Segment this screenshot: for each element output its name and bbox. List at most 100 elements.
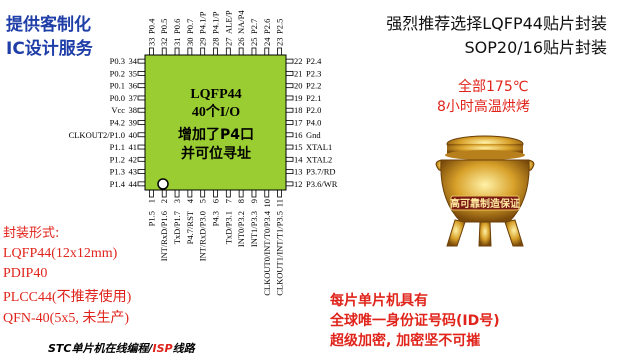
- pin-number: 11: [275, 199, 285, 207]
- pin-number: 26: [236, 38, 246, 47]
- pin-bottom: [238, 189, 244, 198]
- pin-bottom: [149, 189, 154, 198]
- pin-top: [238, 47, 244, 56]
- pin-label: TxD/P3.1: [223, 211, 233, 244]
- pin-left: [137, 132, 146, 138]
- footer-part-1: STC单片机在线编程/: [48, 342, 153, 355]
- pin-number: 16: [294, 130, 303, 140]
- chip-body: [144, 54, 287, 191]
- pin-label: P4.0: [306, 118, 321, 128]
- pin-label: P0.5: [159, 19, 169, 34]
- service-line-2: IC设计服务: [6, 39, 93, 59]
- pin-number: 9: [249, 199, 259, 203]
- pin-label: P4.7/RST: [185, 210, 195, 244]
- pin-label: P0.0: [110, 93, 125, 103]
- pin-label: XTAL1: [306, 142, 332, 152]
- unique-line-2: 全球唯一身份证号码(ID号): [330, 313, 500, 329]
- pin-bottom: [213, 189, 218, 198]
- recommend-line-2: SOP20/16贴片封装: [464, 38, 607, 57]
- pin-number: 37: [129, 93, 138, 103]
- recommend-line-1: 强烈推荐选择LQFP44贴片封装: [386, 14, 607, 33]
- pin-label: XTAL2: [306, 154, 332, 164]
- pin-number: 28: [211, 38, 221, 47]
- pin-left: [137, 120, 146, 125]
- pin-bottom: [264, 189, 270, 198]
- pin-left: [137, 71, 146, 76]
- pin-right: [285, 181, 294, 187]
- pin-label: P1.3: [110, 167, 125, 177]
- pin-bottom: [251, 189, 257, 198]
- chip-line-2: 40个I/O: [192, 103, 240, 120]
- chip-line-1: LQFP44: [190, 87, 241, 102]
- pin-label: INT/RxD/P1.6: [159, 211, 169, 261]
- pin-top: [200, 47, 206, 56]
- pin-label: CLKOUT2/P1.0: [69, 130, 125, 140]
- unique-line-3: 超级加密, 加密坚不可摧: [330, 333, 481, 349]
- pin-number: 36: [129, 81, 138, 91]
- pin-bottom: [225, 189, 231, 198]
- pin-label: P0.7: [185, 19, 195, 34]
- pin-label: P0.2: [110, 68, 125, 78]
- pin-label: P3.6/WR: [306, 179, 338, 189]
- pin-number: 31: [172, 38, 182, 47]
- footer-part-3: 线路: [172, 342, 195, 355]
- pin-label: P1.4: [110, 179, 126, 189]
- pin-right: [285, 144, 294, 150]
- pin-label: INT1/P3.3: [249, 211, 259, 247]
- pin-number: 19: [294, 93, 303, 103]
- pin-label: NA/P4: [236, 10, 246, 34]
- pin-number: 5: [198, 199, 208, 203]
- pin-number: 33: [146, 38, 156, 47]
- pin-label: P0.4: [146, 18, 156, 34]
- pin-bottom: [161, 189, 167, 198]
- pin-number: 12: [294, 179, 303, 189]
- pin-number: 32: [159, 38, 169, 47]
- pin-number: 22: [294, 56, 303, 66]
- bake-line-1: 全部175℃: [458, 79, 529, 95]
- pin-number: 40: [129, 130, 138, 140]
- pin-label: P0.1: [110, 81, 125, 91]
- pin-left: [137, 107, 146, 113]
- pin-top: [149, 47, 154, 56]
- pin-left: [137, 144, 146, 150]
- pin-number: 30: [185, 38, 195, 47]
- pin-number: 35: [129, 68, 138, 78]
- pin-left: [137, 181, 146, 187]
- pin-number: 15: [294, 142, 303, 152]
- pin-right: [285, 169, 294, 174]
- pin-right: [285, 156, 294, 162]
- pin-number: 10: [262, 199, 272, 208]
- pin-number: 42: [129, 154, 138, 164]
- pin-label: P2.2: [306, 81, 321, 91]
- pin-label: ALE/P: [223, 10, 233, 34]
- pin-right: [285, 71, 294, 76]
- pin-label: INT/RxD/P3.0: [198, 211, 208, 261]
- pin-number: 24: [262, 37, 272, 46]
- pin-number: 3: [172, 199, 182, 203]
- package-item: PDIP40: [3, 266, 48, 281]
- pin-label: P2.7: [249, 19, 259, 34]
- pin1-marker: [157, 178, 169, 190]
- pin-number: 43: [129, 167, 138, 177]
- urn-plaque-text: 高可靠制造保证: [450, 197, 520, 210]
- pin-bottom: [277, 189, 282, 198]
- pin-number: 34: [129, 56, 138, 66]
- pin-left: [137, 169, 146, 174]
- chip-line-4: 并可位寻址: [181, 145, 251, 162]
- pin-label: P1.5: [146, 211, 156, 226]
- package-title: 封装形式:: [3, 226, 60, 241]
- pin-number: 44: [129, 179, 138, 189]
- pin-number: 20: [294, 81, 303, 91]
- pin-top: [161, 47, 167, 56]
- pin-label: Vcc: [111, 105, 125, 115]
- pin-label: P2.3: [306, 68, 321, 78]
- pin-right: [285, 83, 294, 89]
- pin-number: 13: [294, 167, 303, 177]
- pin-number: 41: [129, 142, 138, 152]
- unique-line-1: 每片单片机具有: [330, 293, 428, 309]
- pin-label: P2.5: [275, 19, 285, 34]
- pin-label: P4.3: [211, 211, 221, 226]
- pin-number: 21: [294, 68, 303, 78]
- pin-label: P4.1/P: [198, 11, 208, 34]
